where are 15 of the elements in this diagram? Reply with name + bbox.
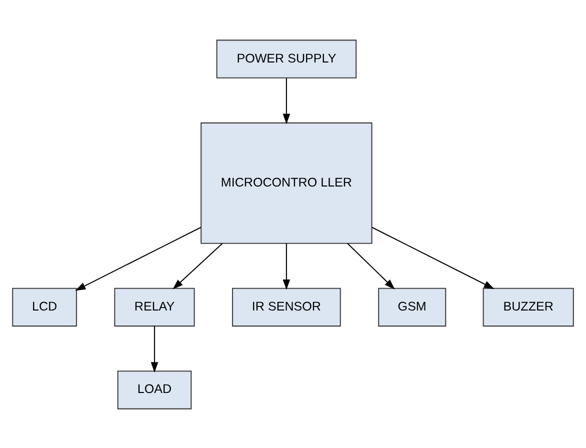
node-box: GSM: [378, 287, 446, 326]
arrow: [282, 242, 290, 290]
node-box: LCD: [12, 287, 77, 326]
arrow: [282, 78, 290, 124]
arrow: [75, 226, 202, 290]
node-box: RELAY: [114, 287, 195, 326]
node-box: POWER SUPPLY: [216, 39, 357, 78]
arrow: [347, 242, 395, 289]
node-box: MICROCONTRO LLER: [200, 122, 372, 244]
arrow: [150, 326, 158, 372]
arrow: [372, 226, 494, 289]
node-box: LOAD: [117, 370, 192, 409]
arrow: [172, 242, 223, 289]
node-box: BUZZER: [482, 287, 574, 326]
node-box: IR SENSOR: [232, 287, 341, 326]
